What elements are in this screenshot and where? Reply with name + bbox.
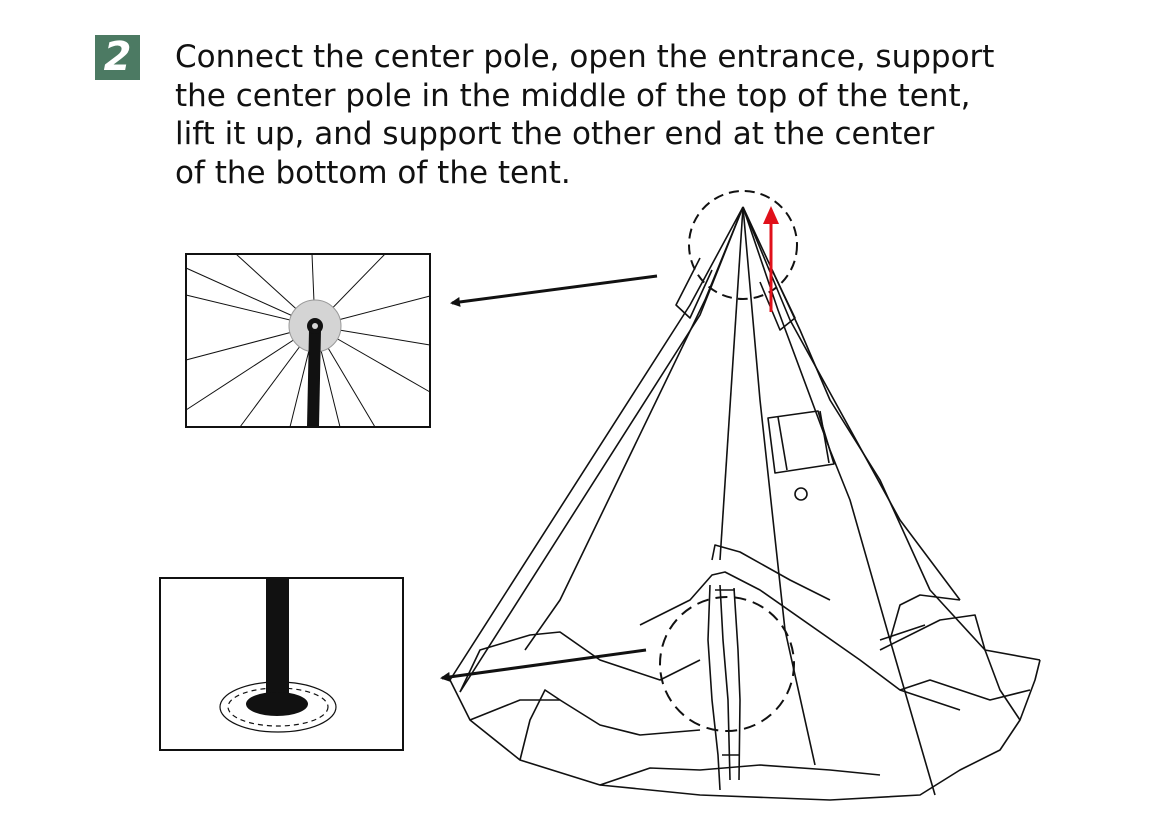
inset-bottom-base-detail	[159, 577, 404, 751]
pole-icon	[307, 330, 321, 427]
inset-top-apex-detail	[185, 253, 431, 428]
tent-drawing	[449, 206, 1041, 801]
lift-arrow-head-icon	[763, 206, 779, 224]
step-instruction: Connect the center pole, open the entran…	[175, 38, 994, 192]
instruction-line: Connect the center pole, open the entran…	[175, 39, 995, 75]
pole-foot-icon	[246, 692, 308, 716]
pole-icon	[266, 578, 289, 703]
arrow-to-top-inset	[450, 274, 658, 307]
instruction-line: lift it up, and support the other end at…	[175, 116, 935, 152]
instruction-line: of the bottom of the tent.	[175, 154, 571, 191]
instruction-line: the center pole in the middle of the top…	[175, 77, 971, 114]
step-number-badge: 2	[95, 35, 140, 80]
arrow-to-bottom-inset	[440, 648, 647, 682]
base-highlight-circle	[659, 596, 795, 732]
apex-highlight-circle	[688, 190, 798, 300]
